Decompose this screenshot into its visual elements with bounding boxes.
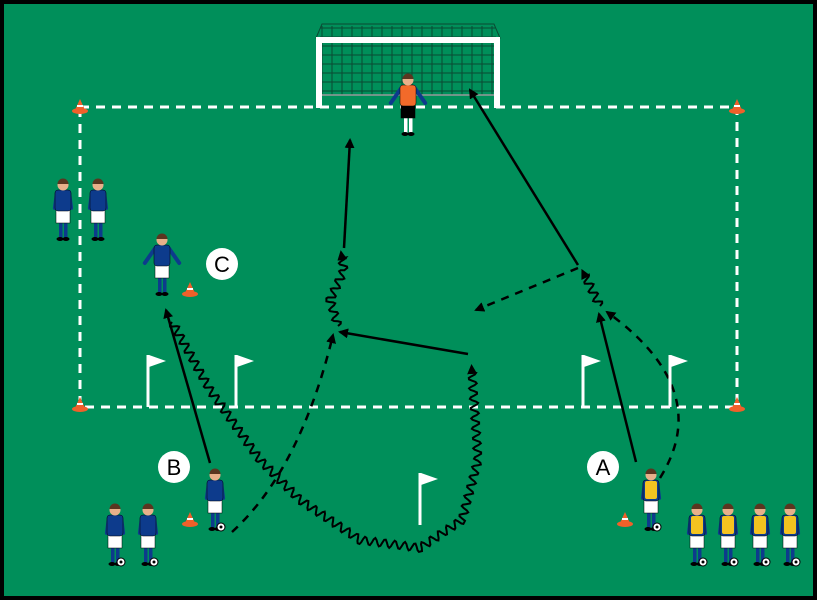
flag-icon [146,355,166,407]
player-icon [104,503,126,566]
player-icon [717,503,739,566]
pass-arrow [605,310,680,479]
cone-icon [182,512,198,527]
movement-arrows [163,88,680,554]
player-icon [137,503,159,566]
run-arrow [468,88,580,266]
svg-text:B: B [167,455,182,480]
flag-icon [668,355,688,407]
run-arrow [338,328,469,356]
player-icon [686,503,708,566]
svg-text:C: C [214,252,230,277]
cone-icon [182,282,198,297]
flag-icon [581,355,601,407]
label-c: C [206,248,238,280]
run-arrow [596,312,638,463]
cone-icon [617,512,633,527]
cone-icon [72,397,88,412]
run-arrow [342,138,355,249]
cone-icon [729,397,745,412]
flag-icon [234,355,254,407]
player-icon [87,178,109,241]
dribble-path [168,321,483,554]
player-icon [749,503,771,566]
cone-icon [729,99,745,114]
dribble-path [325,256,349,327]
player-c [142,233,182,296]
player-icon [52,178,74,241]
pass-arrow [474,266,579,312]
goalkeeper [388,73,428,136]
dribble-path [583,273,604,307]
cone-icon [72,99,88,114]
goal-icon [315,23,501,108]
label-a: A [587,451,619,483]
player-a [640,468,662,531]
label-b: B [158,451,190,483]
svg-text:A: A [596,455,611,480]
player-icon [779,503,801,566]
flag-icon [418,473,438,525]
run-arrow [163,308,212,464]
